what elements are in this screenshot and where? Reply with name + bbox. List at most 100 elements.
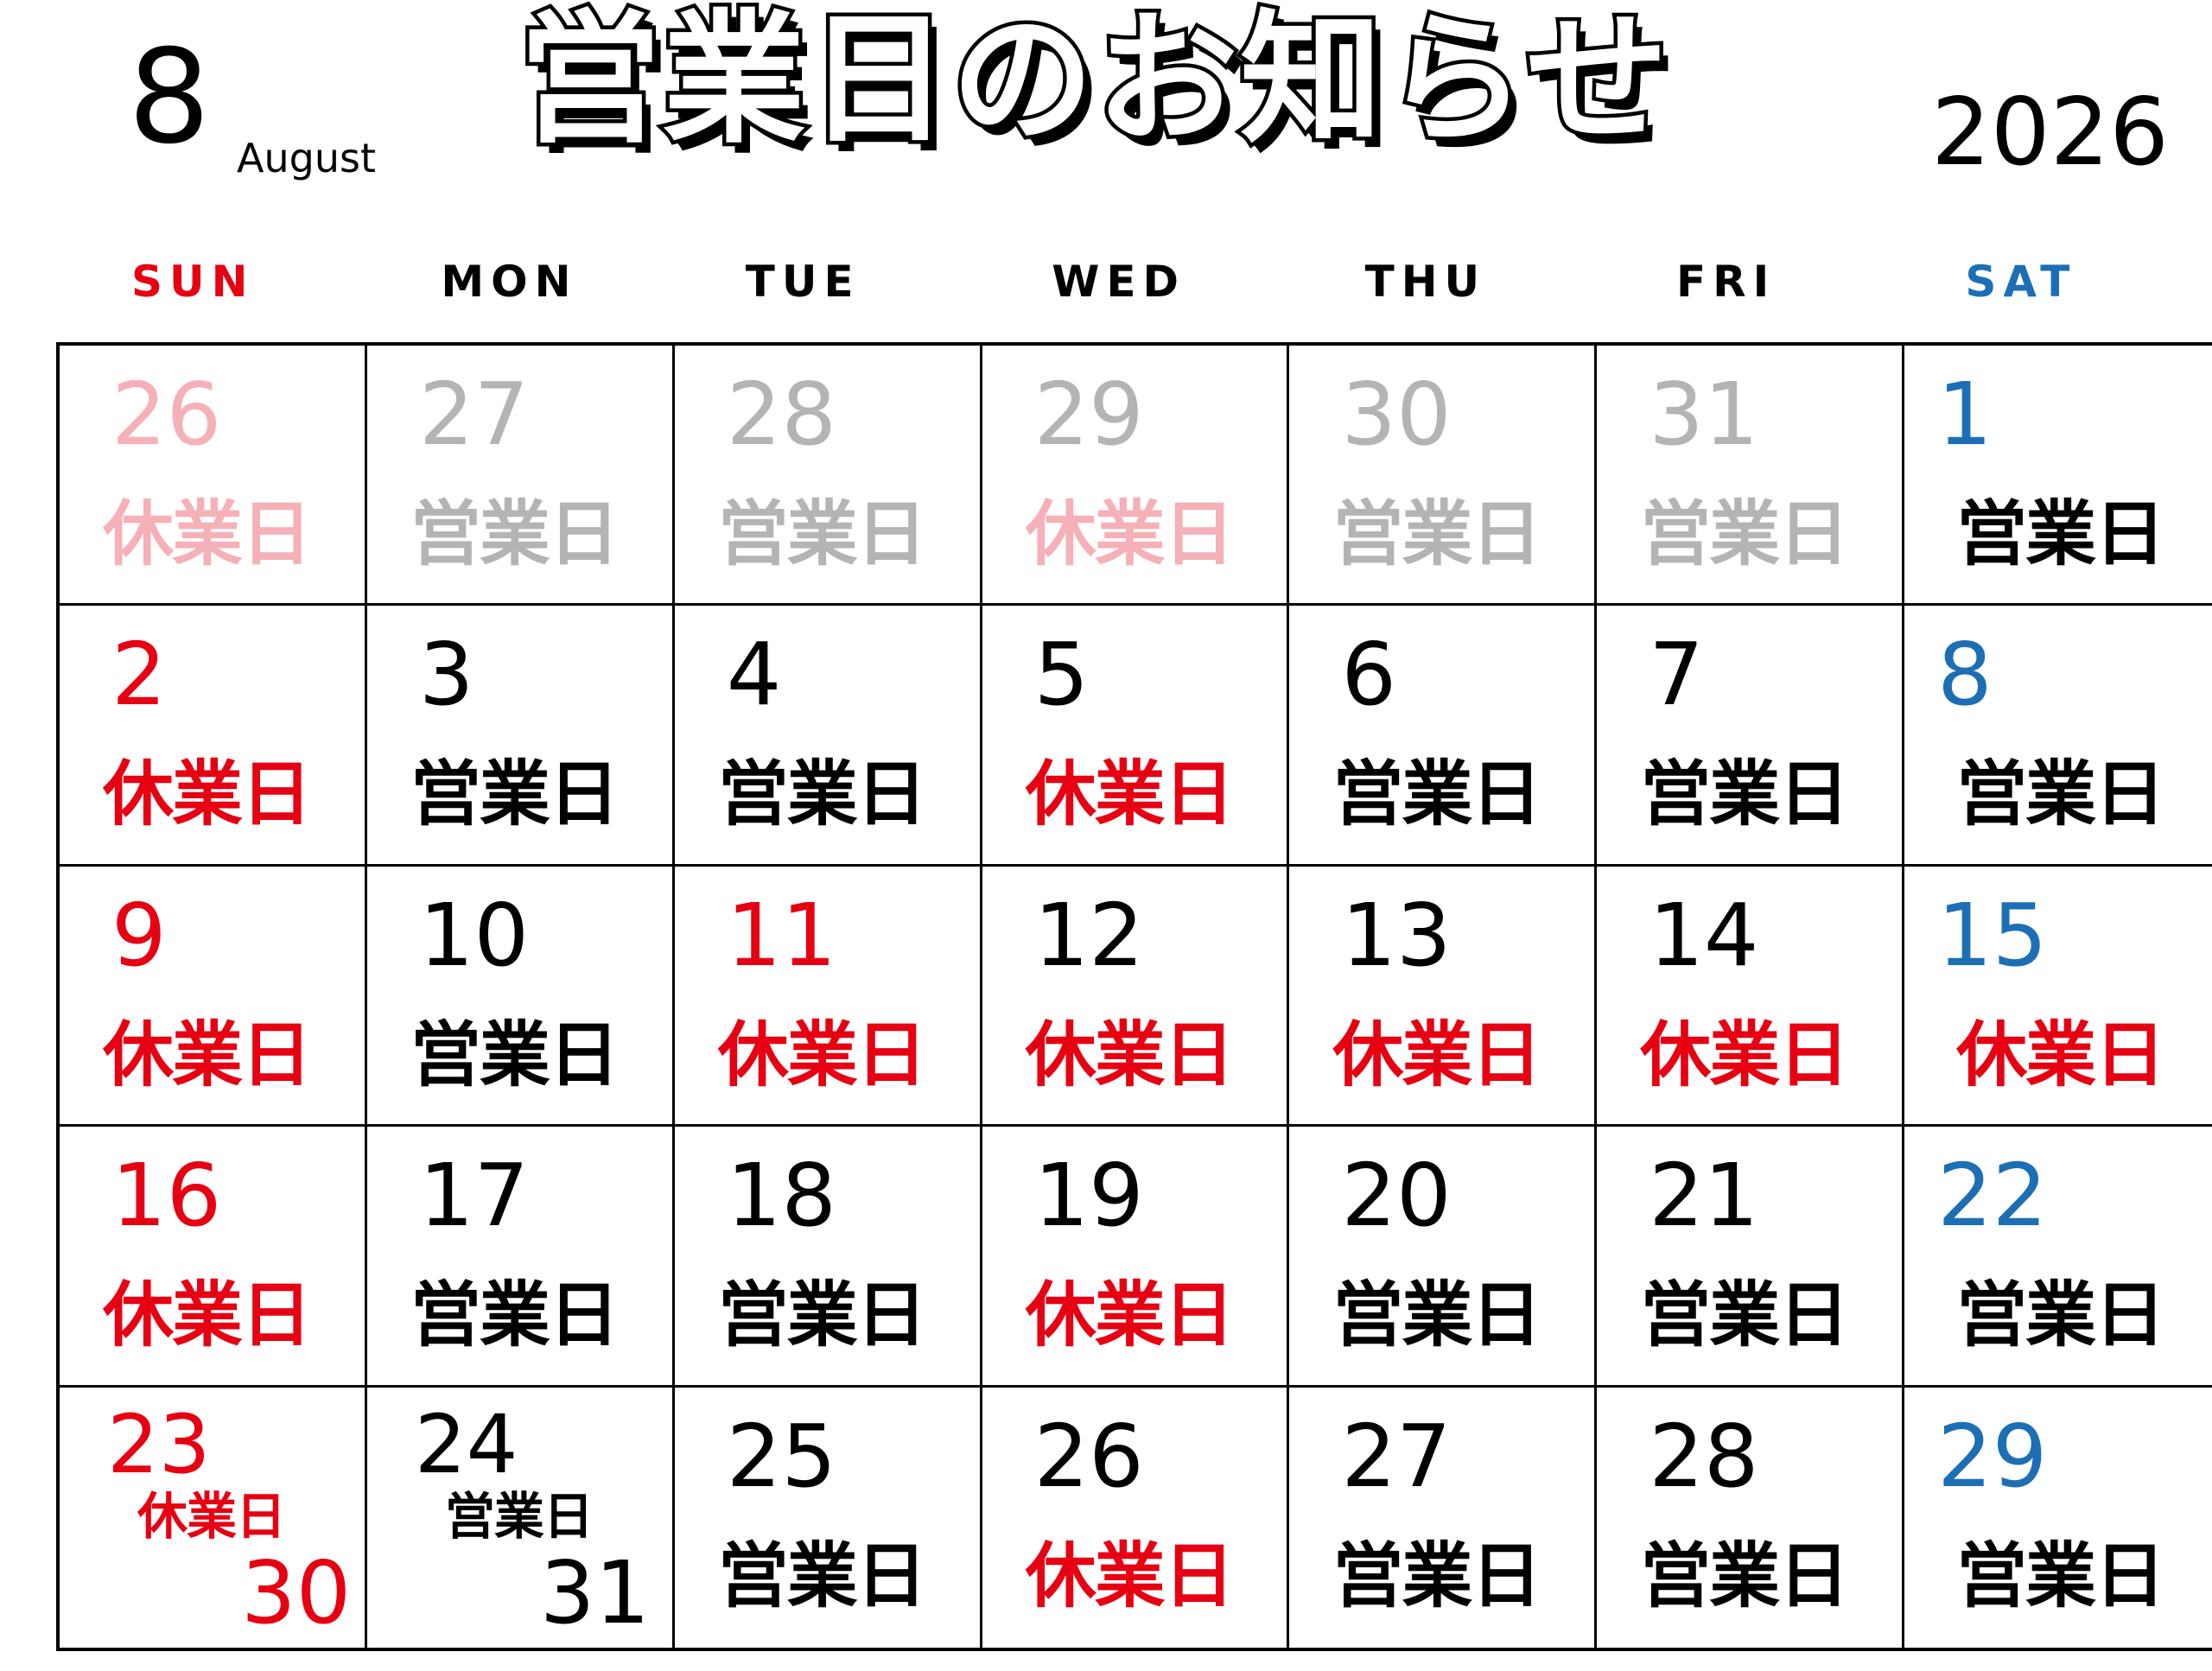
day-number-secondary: 30 bbox=[241, 1541, 352, 1643]
status-label: 営業日 bbox=[1332, 1274, 1541, 1357]
day-number: 15 bbox=[1937, 884, 2048, 986]
weekday-sun: SUN bbox=[131, 257, 255, 307]
day-number: 4 bbox=[726, 624, 782, 726]
day-number: 17 bbox=[418, 1145, 530, 1247]
status-label: 営業日 bbox=[717, 1274, 927, 1357]
day-number: 10 bbox=[418, 884, 530, 986]
day-number: 22 bbox=[1937, 1145, 2048, 1247]
day-number: 24 bbox=[414, 1397, 518, 1492]
status-label: 営業日 bbox=[1640, 753, 1849, 836]
calendar-cell: 27 営業日 bbox=[366, 346, 675, 607]
day-number: 7 bbox=[1649, 624, 1704, 726]
day-number: 13 bbox=[1341, 884, 1452, 986]
day-number: 21 bbox=[1649, 1145, 1759, 1247]
day-number: 29 bbox=[1033, 364, 1144, 465]
day-number: 28 bbox=[1649, 1405, 1759, 1507]
calendar-cell: 5 休業日 bbox=[982, 606, 1290, 867]
status-label: 休業日 bbox=[103, 753, 312, 836]
month-number: 8 bbox=[128, 22, 211, 173]
calendar-cell: 2 休業日 bbox=[60, 606, 367, 867]
status-label: 営業日 bbox=[1956, 493, 2165, 575]
day-number: 6 bbox=[1341, 624, 1397, 726]
page-title: 営業日のお知らせ bbox=[515, 0, 1673, 162]
calendar-cell: 3 営業日 bbox=[366, 606, 675, 867]
status-label: 休業日 bbox=[1956, 1013, 2165, 1096]
status-label: 営業日 bbox=[410, 493, 620, 575]
day-number: 30 bbox=[1341, 364, 1452, 465]
calendar-cell: 21 営業日 bbox=[1597, 1127, 1905, 1388]
day-number: 29 bbox=[1937, 1405, 2048, 1507]
day-number: 3 bbox=[418, 624, 474, 726]
status-label: 営業日 bbox=[1332, 1534, 1541, 1617]
day-number: 16 bbox=[111, 1145, 222, 1247]
calendar-cell: 7 営業日 bbox=[1597, 606, 1905, 867]
day-number: 11 bbox=[726, 884, 836, 986]
day-number-secondary: 31 bbox=[539, 1541, 651, 1643]
status-label: 営業日 bbox=[1640, 1534, 1849, 1617]
calendar-cell: 19 休業日 bbox=[982, 1127, 1290, 1388]
calendar-cell: 28 営業日 bbox=[674, 346, 982, 607]
calendar-cell: 31 営業日 bbox=[1597, 346, 1905, 607]
status-label: 営業日 bbox=[410, 753, 620, 836]
calendar-cell: 11 休業日 bbox=[674, 866, 982, 1128]
status-label: 営業日 bbox=[1332, 753, 1541, 836]
day-number: 31 bbox=[1649, 364, 1759, 465]
weekday-mon: MON bbox=[441, 257, 578, 307]
day-number: 25 bbox=[726, 1405, 836, 1507]
day-number: 2 bbox=[111, 624, 167, 726]
day-number: 28 bbox=[726, 364, 836, 465]
status-label: 営業日 bbox=[1956, 1534, 2165, 1617]
weekday-sat: SAT bbox=[1965, 257, 2077, 307]
status-label: 営業日 bbox=[444, 1486, 594, 1546]
calendar-cell: 1 営業日 bbox=[1904, 346, 2212, 607]
day-number: 18 bbox=[726, 1145, 836, 1247]
day-number: 5 bbox=[1033, 624, 1090, 726]
calendar-cell: 6 営業日 bbox=[1289, 606, 1598, 867]
status-label: 休業日 bbox=[1025, 1274, 1235, 1357]
status-label: 休業日 bbox=[717, 1013, 927, 1096]
calendar-cell: 20 営業日 bbox=[1289, 1127, 1598, 1388]
status-label: 営業日 bbox=[1640, 493, 1849, 575]
calendar-cell: 26 休業日 bbox=[982, 1387, 1290, 1648]
day-number: 26 bbox=[1033, 1405, 1144, 1507]
status-label: 営業日 bbox=[717, 753, 927, 836]
weekday-fri: FRI bbox=[1676, 257, 1777, 307]
day-number: 20 bbox=[1341, 1145, 1452, 1247]
status-label: 休業日 bbox=[137, 1486, 286, 1546]
day-number: 19 bbox=[1033, 1145, 1144, 1247]
weekday-tue: TUE bbox=[745, 257, 861, 307]
month-name: August bbox=[237, 135, 376, 181]
status-label: 営業日 bbox=[1640, 1274, 1849, 1357]
calendar-cell: 15 休業日 bbox=[1904, 867, 2212, 1128]
status-label: 休業日 bbox=[1332, 1013, 1541, 1096]
day-number: 27 bbox=[1341, 1405, 1452, 1507]
weekday-wed: WED bbox=[1052, 257, 1185, 307]
calendar-cell: 4 営業日 bbox=[674, 606, 982, 867]
day-number: 27 bbox=[418, 364, 530, 465]
day-number: 9 bbox=[111, 884, 167, 986]
status-label: 休業日 bbox=[1025, 1013, 1235, 1096]
status-label: 営業日 bbox=[717, 493, 927, 575]
status-label: 休業日 bbox=[1025, 1534, 1235, 1617]
year: 2026 bbox=[1931, 79, 2169, 187]
status-label: 休業日 bbox=[1025, 753, 1235, 836]
calendar-cell: 10 営業日 bbox=[366, 866, 675, 1128]
status-label: 営業日 bbox=[410, 1013, 620, 1096]
calendar-cell: 27 営業日 bbox=[1289, 1387, 1598, 1648]
calendar-cell: 29 営業日 bbox=[1904, 1388, 2212, 1648]
day-number: 1 bbox=[1937, 364, 1993, 465]
